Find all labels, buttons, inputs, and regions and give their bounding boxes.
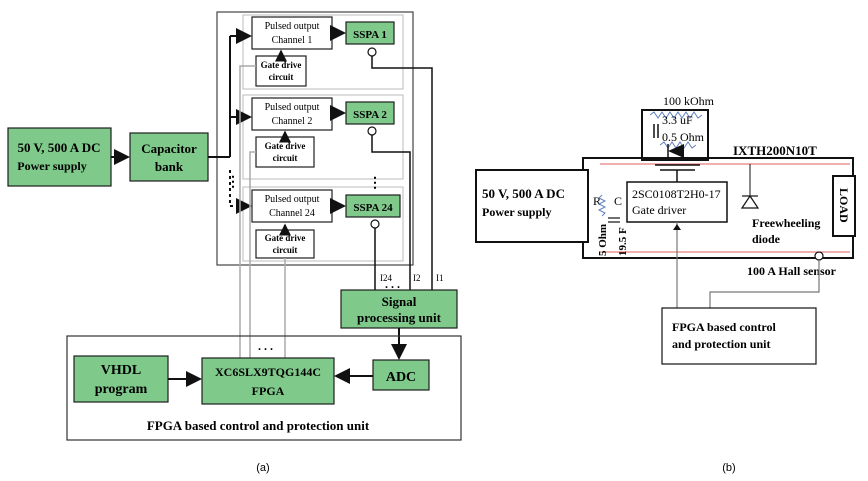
psu-b-line1: 50 V, 500 A DC (482, 186, 565, 201)
control-line-ch2 (249, 151, 256, 358)
signal-label-i24: I24 (380, 273, 392, 283)
c-value: 19.5 F (617, 227, 629, 256)
gate-ch2-line1: Gate drive (265, 141, 306, 151)
r-value: 5 Ohm (597, 224, 609, 256)
gate-ch24-line2: circuit (273, 245, 298, 255)
sspa-1-label: SSPA 1 (353, 29, 387, 41)
resistor-top-label: 100 kOhm (663, 94, 715, 108)
channel-1-frame (242, 14, 404, 90)
channel-2-frame (242, 94, 404, 180)
hall-sensor-label: 100 A Hall sensor (747, 264, 837, 278)
pulsed-ch2-line2: Channel 2 (272, 116, 313, 127)
resistor-small-zigzag (659, 141, 697, 149)
panel-a: 50 V, 500 A DC Power supply Capacitor ba… (7, 11, 462, 474)
sspa-1-sensor (367, 47, 377, 57)
sspa-2-label: SSPA 2 (353, 109, 387, 121)
capacitor-bank-line1: Capacitor (141, 141, 197, 156)
vhdl-line2: program (95, 382, 148, 397)
control-dots: . . . (258, 339, 273, 353)
gate-driver-arrow (673, 224, 681, 230)
gate-drive-ch1 (255, 55, 307, 87)
transistor-label: IXTH200N10T (733, 143, 817, 158)
pulsed-ch2-line1: Pulsed output (265, 102, 320, 113)
pulsed-ch1-line2: Channel 1 (272, 35, 313, 46)
pulsed-ch24-line1: Pulsed output (265, 194, 320, 205)
gate-ch2-line2: circuit (273, 153, 298, 163)
power-supply-line2: Power supply (17, 159, 86, 173)
channel-array-frame (216, 11, 414, 266)
power-supply-block (7, 127, 112, 187)
power-supply-line1: 50 V, 500 A DC (18, 140, 101, 155)
c-label: C (614, 194, 622, 208)
signal-processing-line1: Signal (382, 294, 417, 309)
vhdl-block (73, 355, 169, 403)
panel-a-caption: (a) (256, 462, 269, 474)
r-label: R (593, 194, 601, 208)
pulsed-output-ch2 (251, 97, 333, 131)
sspa-2-sensor (367, 126, 377, 136)
panel-b: 100 kOhm 3.3 uF 0.5 Ohm IXTH200N10T 50 V… (475, 94, 856, 474)
adc-label: ADC (386, 370, 416, 385)
signal-label-i1: I1 (436, 273, 444, 283)
gate-driver-line2: Gate driver (632, 203, 686, 217)
pulsed-ch24-line2: Channel 24 (269, 208, 315, 219)
resistor-small-label: 0.5 Ohm (662, 130, 705, 144)
pulsed-output-ch24 (251, 189, 333, 223)
fpga-block (201, 357, 335, 405)
diode-line1: Freewheeling (752, 216, 820, 230)
load-box (832, 175, 856, 237)
channel-ellipsis: ⋮ (368, 176, 382, 191)
fpga-b-line1: FPGA based control (672, 320, 776, 334)
diode-line2: diode (752, 232, 781, 246)
pulsed-output-ch1 (251, 16, 333, 50)
fpga-b-line2: and protection unit (672, 337, 770, 351)
sensor-dots: . . . (385, 277, 400, 291)
signal-processing-line2: processing unit (357, 310, 442, 325)
fpga-unit-frame (66, 335, 462, 441)
adc-block (372, 359, 430, 391)
capacitor-bank-line2: bank (155, 159, 184, 174)
capacitor-top-label: 3.3 uF (662, 113, 693, 127)
gate-driver-line1: 2SC0108T2H0-17 (632, 187, 721, 201)
vhdl-line1: VHDL (101, 363, 141, 378)
signal-processing-block (340, 289, 458, 329)
channel-24-frame (242, 186, 404, 262)
sensor-line-i1 (371, 56, 433, 290)
sspa-24-block (345, 194, 401, 218)
capacitor-bank-block (129, 132, 209, 182)
control-line-ch1 (239, 65, 256, 358)
gate-ch24-line1: Gate drive (265, 233, 306, 243)
gate-ch1-line2: circuit (269, 72, 294, 82)
hall-sensor-feedback-line (709, 260, 820, 308)
pulsed-ch1-line1: Pulsed output (265, 21, 320, 32)
bus-ellipsis: ⋮ (226, 175, 240, 190)
snubber-frame (641, 109, 709, 161)
power-supply-box (475, 169, 589, 243)
psu-b-line2: Power supply (482, 205, 551, 219)
resistor-top-zigzag (649, 111, 703, 119)
sspa-24-label: SSPA 24 (353, 202, 393, 214)
fpga-line2: FPGA (252, 384, 285, 398)
gate-driver-box (626, 181, 728, 223)
freewheeling-diode-icon (740, 194, 760, 209)
fpga-unit-caption: FPGA based control and protection unit (147, 418, 370, 433)
fpga-line1: XC6SLX9TQG144C (215, 365, 321, 379)
r-zigzag (597, 194, 607, 217)
fpga-unit-box-b (661, 307, 817, 365)
sensor-line-i2 (371, 135, 411, 290)
sspa-2-block (345, 101, 395, 125)
load-label: LOAD (837, 188, 851, 223)
sspa-24-sensor (370, 219, 380, 229)
signal-label-i2: I2 (413, 273, 421, 283)
sspa-1-block (345, 21, 395, 45)
panel-b-caption: (b) (722, 462, 735, 474)
snubber-diode (668, 144, 684, 158)
hall-sensor-icon (814, 251, 824, 261)
gate-ch1-line1: Gate drive (261, 60, 302, 70)
